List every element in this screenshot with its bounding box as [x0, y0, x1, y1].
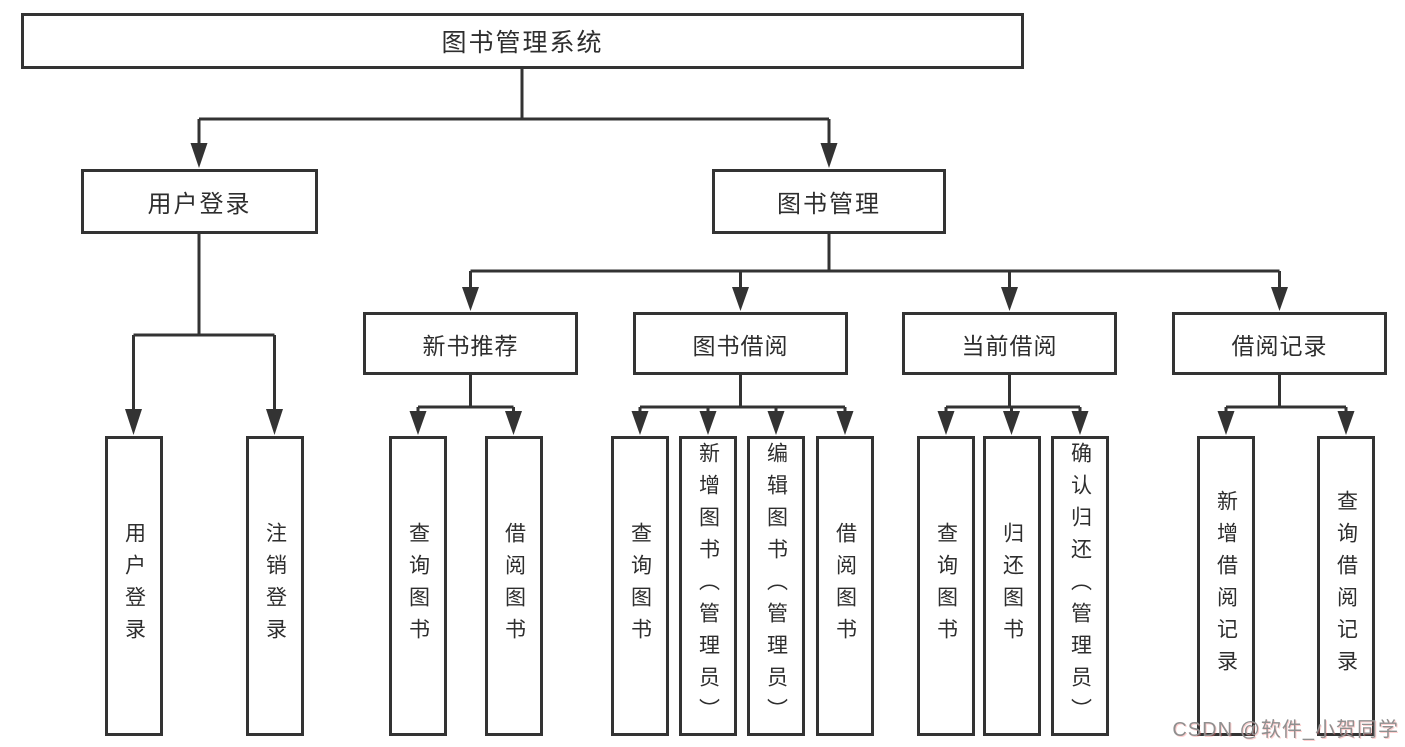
node-label: 查询借阅记录	[1334, 490, 1358, 682]
leaf-query-books-borrowing: 查询图书	[611, 436, 669, 736]
connector-borrowing-records-children	[1217, 375, 1355, 435]
node-label: 注销登录	[263, 522, 287, 650]
node-label: 用户登录	[147, 191, 252, 218]
node-label: 归还图书	[1000, 522, 1024, 650]
connector-root-to-level2	[190, 69, 838, 168]
node-borrowing-records: 借阅记录	[1172, 312, 1387, 375]
node-user-login: 用户登录	[81, 169, 318, 234]
connector-user-login-children	[125, 234, 283, 435]
node-label: 查询图书	[934, 522, 958, 650]
node-label: 借阅图书	[833, 522, 857, 650]
node-book-management: 图书管理	[712, 169, 946, 234]
node-label: 编辑图书（管理员）	[764, 442, 788, 730]
node-label: 借阅图书	[502, 522, 526, 650]
leaf-query-books-recommend: 查询图书	[389, 436, 447, 736]
connector-book-management-children	[462, 234, 1288, 311]
node-label: 查询图书	[628, 522, 652, 650]
leaf-query-books-current: 查询图书	[917, 436, 975, 736]
node-label: 确认归还（管理员）	[1068, 442, 1092, 730]
node-current-borrowing: 当前借阅	[902, 312, 1117, 375]
node-book-borrowing: 图书借阅	[633, 312, 848, 375]
node-label: 查询图书	[406, 522, 430, 650]
leaf-edit-book-admin: 编辑图书（管理员）	[747, 436, 805, 736]
node-label: 用户登录	[122, 522, 146, 650]
connector-current-borrowing-children	[937, 375, 1089, 435]
node-library-management-system: 图书管理系统	[21, 13, 1024, 69]
leaf-logout-login: 注销登录	[246, 436, 304, 736]
node-label: 图书管理	[777, 191, 881, 218]
node-label: 新增图书（管理员）	[696, 442, 720, 730]
leaf-user-login: 用户登录	[105, 436, 163, 736]
watermark: CSDN @软件_小贺同学	[1172, 719, 1399, 741]
leaf-confirm-return-admin: 确认归还（管理员）	[1051, 436, 1109, 736]
connector-new-book-recommendation-children	[409, 375, 522, 435]
node-label: 图书管理系统	[441, 29, 604, 57]
node-label: 新增借阅记录	[1214, 490, 1238, 682]
node-new-book-recommendation: 新书推荐	[363, 312, 578, 375]
node-label: 当前借阅	[961, 332, 1058, 359]
node-label: 图书借阅	[692, 332, 789, 359]
connector-book-borrowing-children	[631, 375, 854, 435]
node-label: 借阅记录	[1231, 332, 1328, 359]
leaf-return-books: 归还图书	[983, 436, 1041, 736]
leaf-add-borrowing-record: 新增借阅记录	[1197, 436, 1255, 736]
leaf-add-book-admin: 新增图书（管理员）	[679, 436, 737, 736]
node-label: 新书推荐	[422, 332, 519, 359]
leaf-borrow-books-recommend: 借阅图书	[485, 436, 543, 736]
leaf-query-borrowing-record: 查询借阅记录	[1317, 436, 1375, 736]
leaf-borrow-books-borrowing: 借阅图书	[816, 436, 874, 736]
